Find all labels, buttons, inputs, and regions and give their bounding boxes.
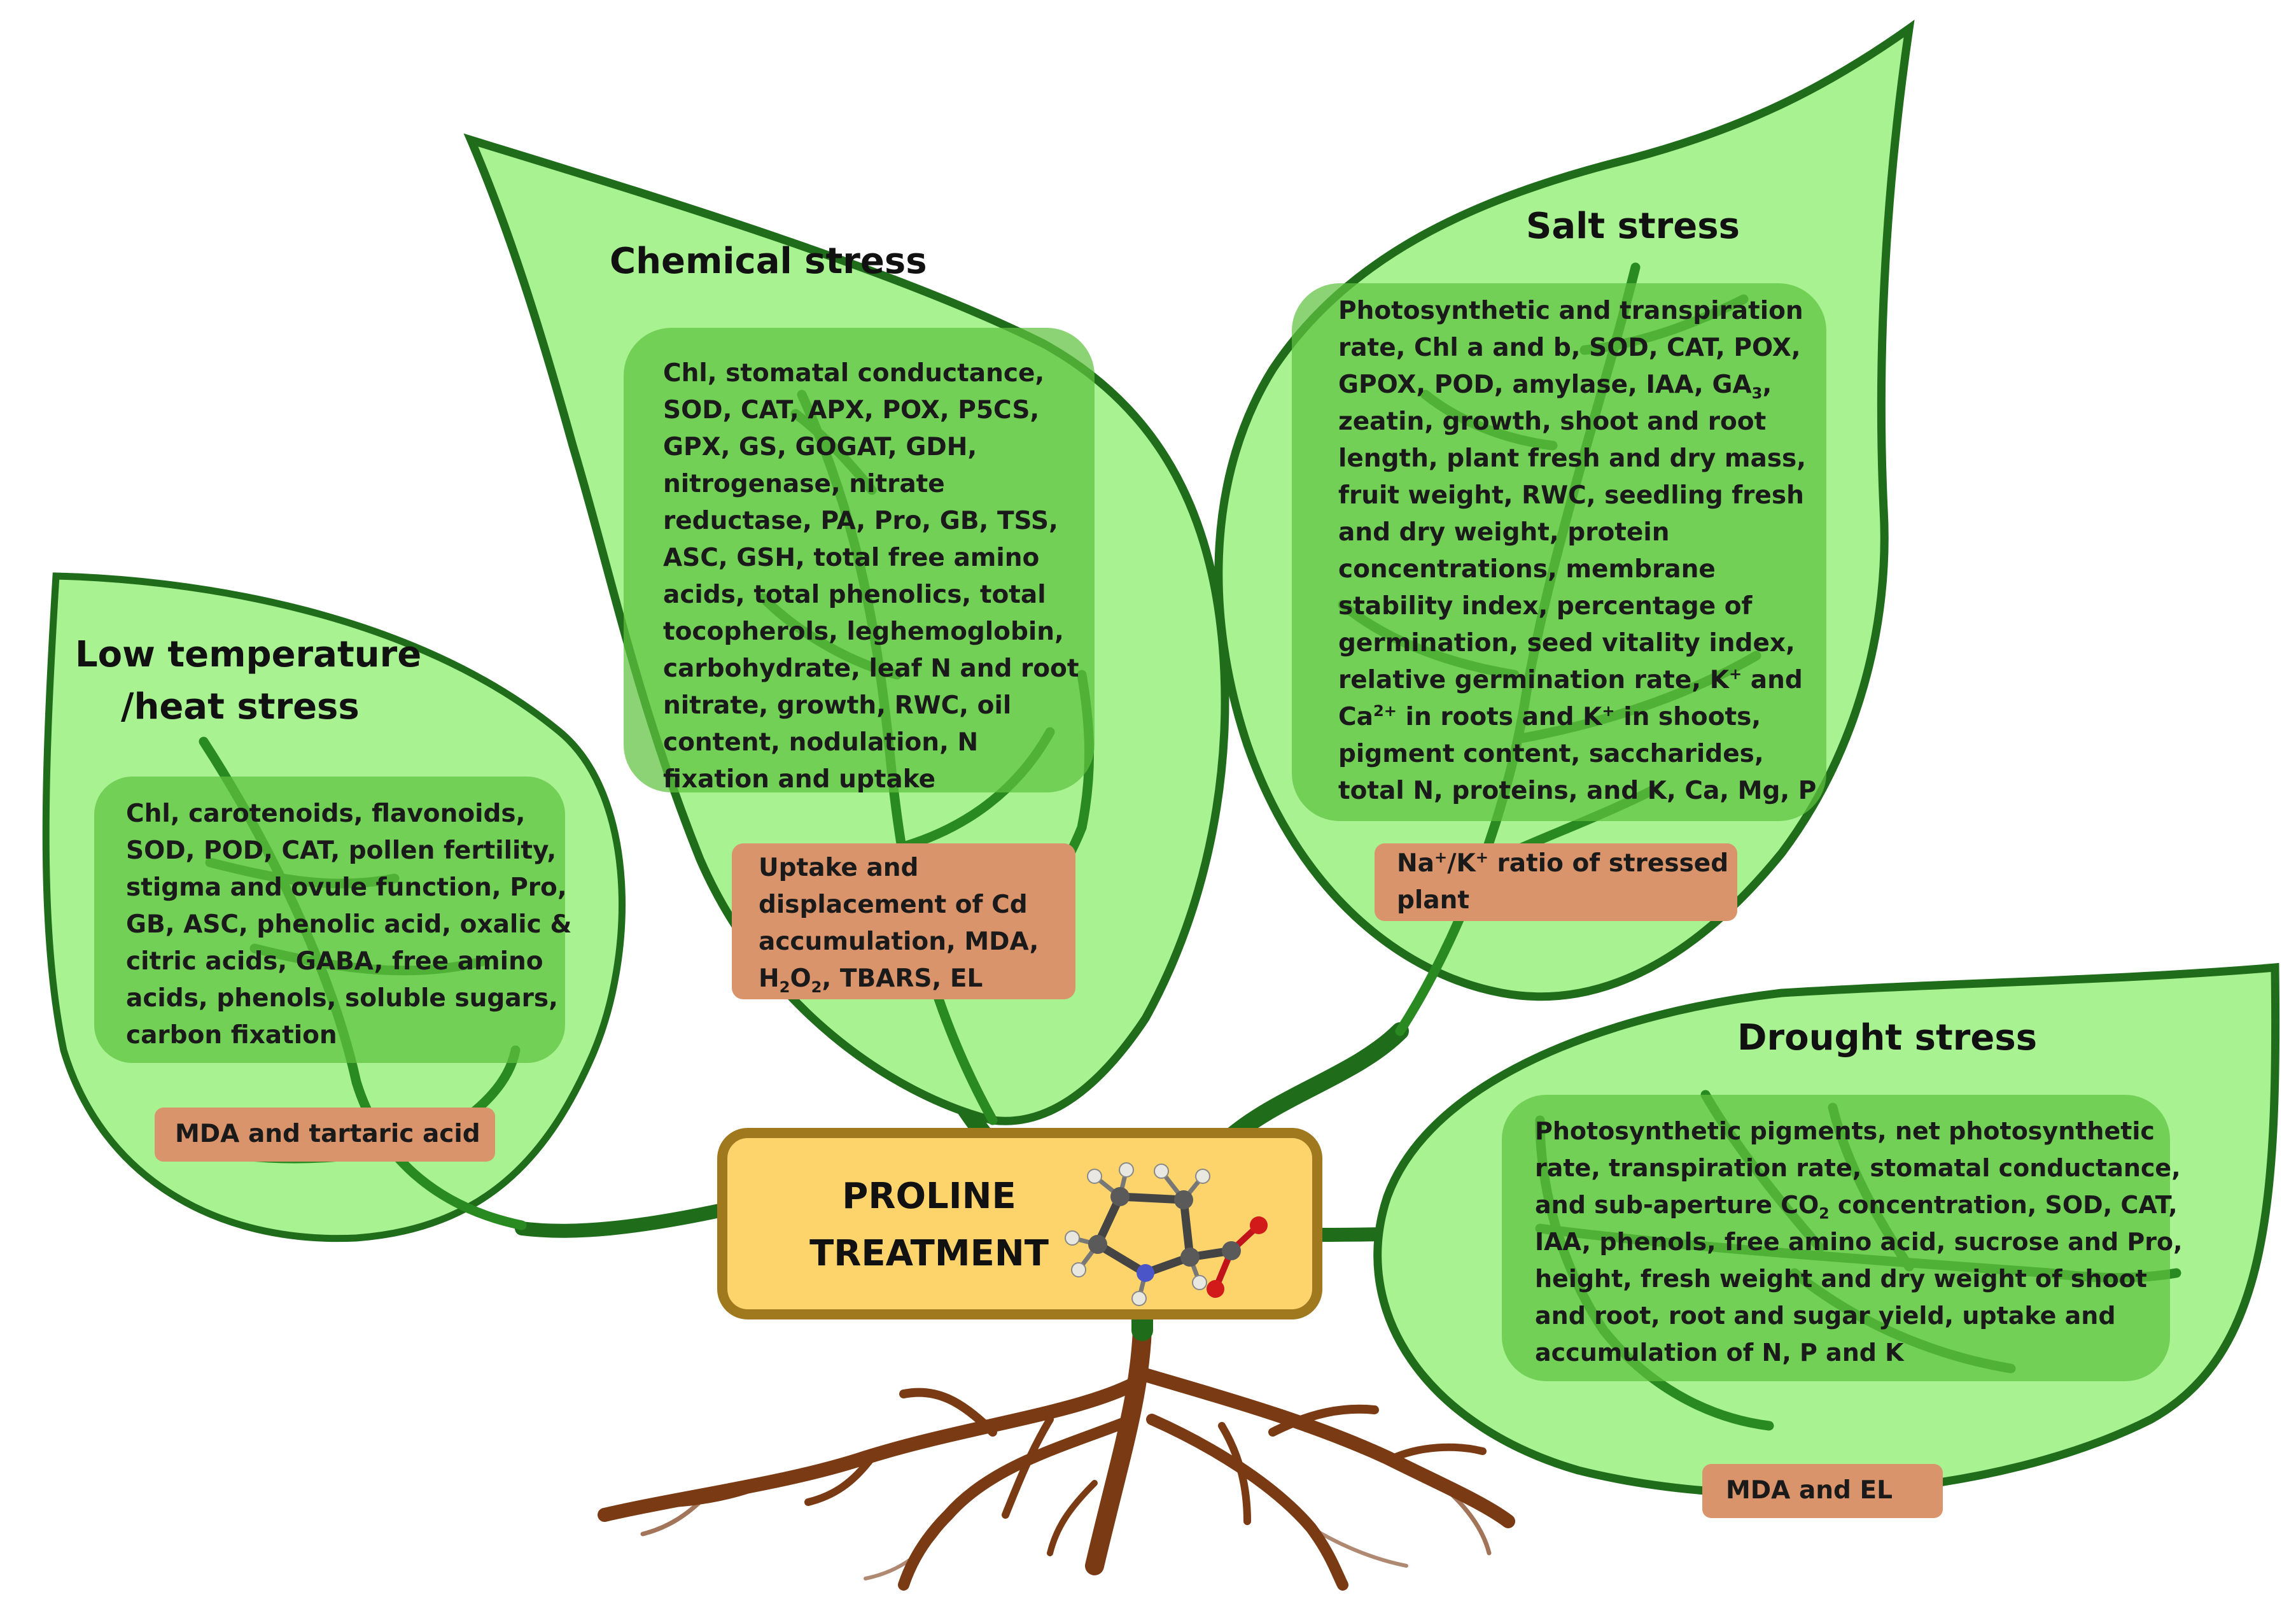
text-line: Ca2+ in roots and K+ in shoots, bbox=[1338, 702, 1761, 731]
text-line: zeatin, growth, shoot and root bbox=[1338, 407, 1767, 436]
title-line: Low temperature bbox=[75, 634, 422, 675]
text-line: content, nodulation, N bbox=[663, 728, 979, 757]
text-line: Chl, carotenoids, flavonoids, bbox=[126, 799, 526, 828]
text-line: citric acids, GABA, free amino bbox=[126, 947, 543, 976]
text-line: SOD, CAT, APX, POX, P5CS, bbox=[663, 396, 1040, 425]
center-label-line: TREATMENT bbox=[809, 1233, 1049, 1274]
text-line: acids, phenols, soluble sugars, bbox=[126, 984, 558, 1013]
params-chemical-stress: Chl, stomatal conductance, SOD, CAT, APX,… bbox=[663, 355, 1079, 798]
text-line: germination, seed vitality index, bbox=[1338, 629, 1795, 658]
title-drought-stress: Drought stress bbox=[1737, 1017, 2038, 1059]
params-salt-stress: Photosynthetic and transpiration rate, Ch… bbox=[1338, 293, 1816, 810]
text-line: displacement of Cd bbox=[759, 890, 1028, 919]
text-line: and root, root and sugar yield, uptake a… bbox=[1535, 1302, 2116, 1330]
title-salt-stress: Salt stress bbox=[1526, 206, 1740, 247]
text-line: GB, ASC, phenolic acid, oxalic & bbox=[126, 910, 572, 939]
text-line: accumulation, MDA, bbox=[759, 927, 1039, 956]
text-line: Photosynthetic and transpiration bbox=[1338, 297, 1803, 325]
title-line: /heat stress bbox=[121, 686, 360, 728]
text-line: nitrate, growth, RWC, oil bbox=[663, 691, 1012, 720]
text-line: Photosynthetic pigments, net photosynthe… bbox=[1535, 1117, 2155, 1145]
text-line: stability index, percentage of bbox=[1338, 592, 1753, 621]
text-line: fruit weight, RWC, seedling fresh bbox=[1338, 481, 1804, 510]
text-line: nitrogenase, nitrate bbox=[663, 470, 945, 498]
text-line: Na+/K+ ratio of stressed bbox=[1397, 848, 1729, 878]
text-line: rate, Chl a and b, SOD, CAT, POX, bbox=[1338, 334, 1801, 362]
text-line: height, fresh weight and dry weight of s… bbox=[1535, 1265, 2147, 1293]
text-line: IAA, phenols, free amino acid, sucrose a… bbox=[1535, 1228, 2183, 1256]
text-line: H2O2, TBARS, EL bbox=[759, 964, 983, 996]
text-line: ASC, GSH, total free amino bbox=[663, 544, 1040, 572]
proline-molecule-icon bbox=[1065, 1162, 1268, 1306]
text-line: total N, proteins, and K, Ca, Mg, P bbox=[1338, 777, 1817, 805]
title-chemical-stress: Chemical stress bbox=[610, 241, 927, 282]
root-system bbox=[598, 1321, 1515, 1591]
text-line: length, plant fresh and dry mass, bbox=[1338, 444, 1807, 473]
center-label-line: PROLINE bbox=[842, 1176, 1016, 1217]
text-line: MDA and tartaric acid bbox=[175, 1120, 480, 1148]
text-line: stigma and ovule function, Pro, bbox=[126, 873, 567, 902]
text-line: pigment content, saccharides, bbox=[1338, 740, 1764, 768]
negative-salt-stress: Na+/K+ ratio of stressed plant bbox=[1397, 845, 1728, 919]
text-line: Chl, stomatal conductance, bbox=[663, 359, 1045, 388]
negative-boxes bbox=[155, 843, 1943, 1518]
text-line: Uptake and bbox=[759, 854, 919, 882]
text-line: GPX, GS, GOGAT, GDH, bbox=[663, 433, 977, 461]
text-line: carbohydrate, leaf N and root bbox=[663, 654, 1079, 683]
text-line: GPOX, POD, amylase, IAA, GA3, bbox=[1338, 370, 1772, 402]
parameter-boxes bbox=[94, 283, 2170, 1381]
text-line: concentrations, membrane bbox=[1338, 555, 1716, 584]
negative-low-temperature: MDA and tartaric acid bbox=[175, 1116, 480, 1153]
text-line: carbon fixation bbox=[126, 1021, 337, 1050]
text-line: reductase, PA, Pro, GB, TSS, bbox=[663, 507, 1058, 535]
text-line: rate, transpiration rate, stomatal condu… bbox=[1535, 1154, 2181, 1182]
params-drought-stress: Photosynthetic pigments, net photosynthe… bbox=[1535, 1113, 2183, 1371]
text-line: tocopherols, leghemoglobin, bbox=[663, 617, 1064, 646]
text-line: and dry weight, protein bbox=[1338, 518, 1670, 547]
params-low-temperature: Chl, carotenoids, flavonoids, SOD, POD, C… bbox=[126, 796, 571, 1054]
title-low-temperature: Low temperature /heat stress bbox=[75, 629, 421, 733]
proline-treatment-label: PROLINE TREATMENT bbox=[764, 1168, 1095, 1283]
text-line: MDA and EL bbox=[1726, 1476, 1893, 1505]
text-line: and sub-aperture CO2 concentration, SOD,… bbox=[1535, 1191, 2178, 1223]
negative-drought-stress: MDA and EL bbox=[1726, 1472, 1893, 1509]
negative-chemical-stress: Uptake and displacement of Cd accumulation… bbox=[759, 850, 1039, 997]
text-line: relative germination rate, K+ and bbox=[1338, 665, 1803, 694]
text-line: SOD, POD, CAT, pollen fertility, bbox=[126, 836, 557, 865]
text-line: plant bbox=[1397, 886, 1470, 915]
text-line: accumulation of N, P and K bbox=[1535, 1339, 1904, 1367]
text-line: fixation and uptake bbox=[663, 765, 936, 794]
text-line: acids, total phenolics, total bbox=[663, 580, 1046, 609]
